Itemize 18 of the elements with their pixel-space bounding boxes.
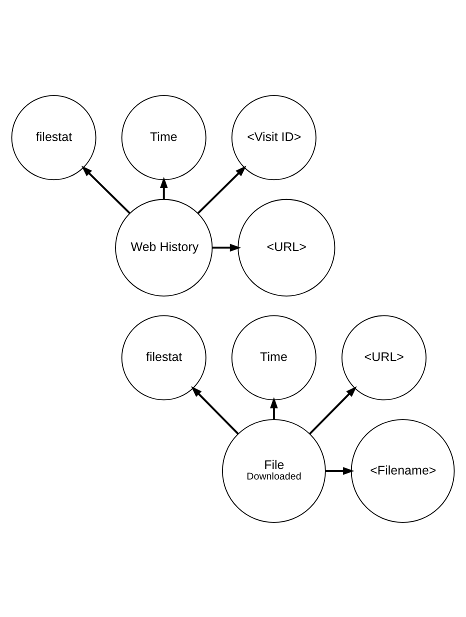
node-circle: File Downloaded: [222, 418, 326, 522]
node-circle: Time: [231, 314, 316, 400]
arrow: [270, 396, 278, 419]
arrow: [212, 243, 242, 252]
node-circle: <Visit ID>: [231, 94, 316, 180]
arrow: [326, 466, 354, 474]
arrow: [197, 165, 246, 214]
node-circle: Web History: [115, 198, 213, 296]
node-circle: <URL>: [342, 314, 427, 400]
node-circle: <Filename>: [350, 418, 455, 522]
arrow: [308, 386, 357, 434]
node-circle: <URL>: [238, 198, 336, 296]
arrow: [191, 386, 239, 434]
node-circle: filestat: [11, 94, 96, 180]
arrow: [81, 165, 130, 214]
node-circle: filestat: [121, 314, 206, 400]
node-circle: Time: [121, 94, 206, 180]
arrow: [160, 176, 168, 199]
